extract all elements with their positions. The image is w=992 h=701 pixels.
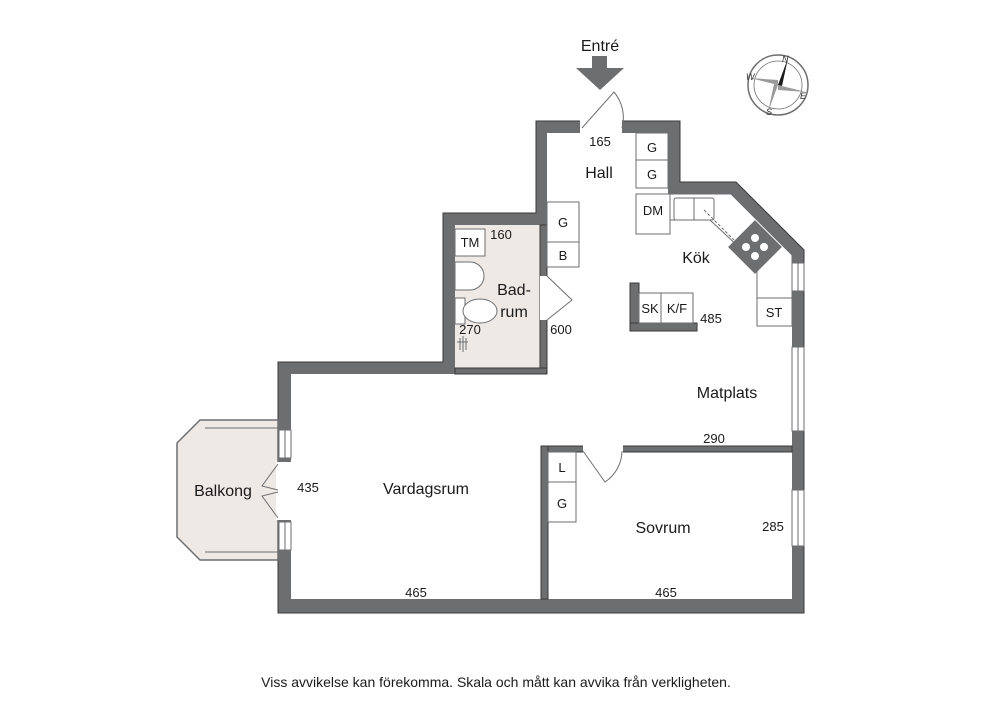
entry-label: Entré <box>581 38 619 55</box>
dim-bedroom-width: 285 <box>762 519 784 534</box>
compass-w: W <box>746 72 756 82</box>
fixture-l: L <box>558 460 565 475</box>
dim-hall-width: 165 <box>589 134 611 149</box>
fixtures <box>454 132 793 523</box>
wardrobe-g-1: G <box>647 140 657 155</box>
dim-matplats: 290 <box>703 431 725 446</box>
fixture-kf: K/F <box>667 301 687 316</box>
compass-s: S <box>766 107 772 117</box>
wardrobe-g-4: G <box>557 496 567 511</box>
fixture-sk: SK <box>641 301 659 316</box>
shower-icon <box>457 336 468 352</box>
floor-area <box>291 133 792 599</box>
dim-living-length: 465 <box>405 585 427 600</box>
washbasin-icon <box>454 261 485 291</box>
wardrobe-g-3: G <box>558 215 568 230</box>
entry-arrow-icon <box>576 56 624 90</box>
balcony <box>176 419 293 561</box>
dim-living-width: 435 <box>297 480 319 495</box>
fixture-tm: TM <box>461 235 480 250</box>
room-kok: Kök <box>682 250 711 267</box>
dim-bedroom-length: 465 <box>655 585 677 600</box>
room-vardagsrum: Vardagsrum <box>383 481 469 498</box>
room-balkong: Balkong <box>194 483 252 500</box>
dim-kitchen: 485 <box>700 311 722 326</box>
compass: N E S W <box>746 54 809 117</box>
toilet-icon <box>454 297 498 325</box>
room-matplats: Matplats <box>697 385 757 402</box>
labels: Entré Hall Kök Bad- rum Matplats Vardags… <box>194 38 784 600</box>
room-sovrum: Sovrum <box>635 520 690 537</box>
bedroom-door <box>582 445 623 483</box>
dim-bath-height: 270 <box>459 322 481 337</box>
room-bad-line2: rum <box>500 304 528 321</box>
dim-hall-length: 600 <box>550 322 572 337</box>
dim-bath-width: 160 <box>490 227 512 242</box>
compass-e: E <box>800 91 807 101</box>
room-hall: Hall <box>585 165 613 182</box>
compass-n: N <box>782 54 789 64</box>
room-bad-line1: Bad- <box>497 282 531 299</box>
wardrobe-b: B <box>559 248 568 263</box>
windows <box>278 262 805 551</box>
fixture-dm: DM <box>643 203 663 218</box>
disclaimer-text: Viss avvikelse kan förekomma. Skala och … <box>261 674 731 690</box>
bathroom-door <box>540 275 573 321</box>
fixture-st: ST <box>766 305 783 320</box>
entrance <box>576 56 624 135</box>
wardrobe-g-2: G <box>647 167 657 182</box>
